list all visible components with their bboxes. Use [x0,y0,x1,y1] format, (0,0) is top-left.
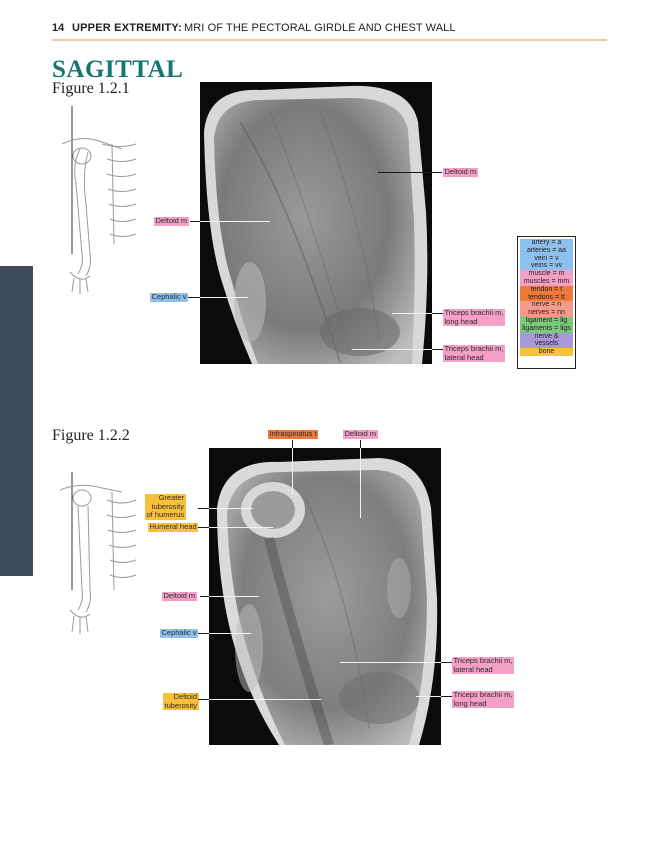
running-header: 14 UPPER EXTREMITY: MRI OF THE PECTORAL … [52,22,607,40]
leader-cephalic-2-inner [209,633,251,634]
label-line: long head [444,316,478,326]
legend-row: arteries = aa [520,246,573,255]
leader-triceps-lateral [432,349,443,350]
mri-image-1 [200,82,432,364]
label-line: of humerus [146,510,185,519]
leader-humeral-head [198,527,209,528]
label-line: lateral head [453,664,493,674]
label-line: Triceps brachii m, [453,656,513,665]
page-number: 14 [52,22,65,34]
legend-row: nerves = nn [520,309,573,317]
chapter-side-tab [0,266,33,576]
label-deltoid-upper: Deltoid m [443,167,478,177]
leader-deltoid-left [190,221,200,222]
skeleton-sketch-1 [61,106,137,294]
legend-row: tendons = tt [520,293,573,302]
label-greater-tuberosity: Greater tuberosity of humerus [145,493,186,520]
header-topic: MRI OF THE PECTORAL GIRDLE AND CHEST WAL… [184,22,456,34]
label-line: lateral head [444,352,484,362]
label-triceps-long-2: Triceps brachii m, long head [452,690,514,708]
header-region: UPPER EXTREMITY: [72,22,182,34]
leader-deltoid-tuberosity-inner [209,699,321,700]
mri-image-2 [209,448,441,745]
label-humeral-head: Humeral head [148,522,199,532]
label-line: Triceps brachii m, [453,690,513,699]
leader-greater-tuberosity-inner [209,508,253,509]
legend-row: vein = v [520,254,573,263]
leader-deltoid-left-2 [200,596,209,597]
mri-image-2-drawing [217,458,438,745]
label-deltoid-top: Deltoid m [343,429,378,439]
legend-row: bone [520,348,573,356]
leader-cephalic-inner [200,297,248,298]
leader-triceps-lateral-2 [441,662,452,663]
label-line: Triceps brachii m, [444,308,504,317]
label-line: Triceps brachii m, [444,344,504,353]
figure-1-title: Figure 1.2.1 [52,80,130,97]
leader-deltoid-left-2-inner [209,596,259,597]
leader-deltoid-top [360,440,361,448]
leader-triceps-long-2 [441,696,452,697]
leader-humeral-head-inner [209,527,273,528]
leader-infraspinatus-inner [292,448,293,494]
leader-triceps-long [432,313,443,314]
label-cephalic-v-2: Cephalic v [160,628,199,638]
legend-row: vessels [520,340,573,349]
label-infraspinatus-t: Infraspinatus t [268,429,319,439]
leader-deltoid-tuberosity [198,699,209,700]
label-deltoid-left: Deltoid m [154,216,189,226]
legend-row: ligament = lig [520,316,573,325]
leader-deltoid-upper [378,172,442,173]
label-deltoid-tuberosity: Deltoid tuberosity [163,692,199,710]
legend-row: artery = a [520,239,573,247]
label-triceps-lateral-2: Triceps brachii m, lateral head [452,656,514,674]
leader-triceps-long-2-inner [416,696,441,697]
label-line: tuberosity [151,501,185,511]
legend-row: veins = vv [520,262,573,271]
leader-triceps-lateral-inner [352,349,432,350]
legend-row: muscles = mm [520,277,573,286]
header-rule [52,39,607,41]
legend-row: tendon = t [520,285,573,294]
leader-triceps-long-inner [392,313,432,314]
label-line: Deltoid [173,692,198,701]
leader-triceps-lateral-2-inner [340,662,441,663]
label-line: Greater [158,493,185,502]
legend-row: nerve = n [520,301,573,310]
label-line: tuberosity [164,700,198,710]
label-triceps-long-1a: Triceps brachii m, long head [443,308,505,326]
leader-cephalic-2 [198,633,209,634]
section-title: SAGITTAL [52,56,184,83]
label-deltoid-left-2: Deltoid m [162,591,197,601]
legend-row: nerve & [520,332,573,341]
leader-deltoid-top-inner [360,448,361,518]
leader-greater-tuberosity [198,508,209,509]
label-line: long head [453,698,487,708]
mri-image-1-drawing [204,85,428,364]
leader-deltoid-left-inner [200,221,270,222]
label-cephalic-v: Cephalic v [150,292,189,302]
legend-row: ligaments = ligs [520,324,573,333]
legend-row: muscle = m [520,270,573,278]
leader-cephalic [188,297,200,298]
label-triceps-lateral-1a: Triceps brachii m, lateral head [443,344,505,362]
figure-2-title: Figure 1.2.2 [52,427,130,444]
skeleton-sketch-2 [59,472,137,634]
leader-infraspinatus [292,440,293,448]
